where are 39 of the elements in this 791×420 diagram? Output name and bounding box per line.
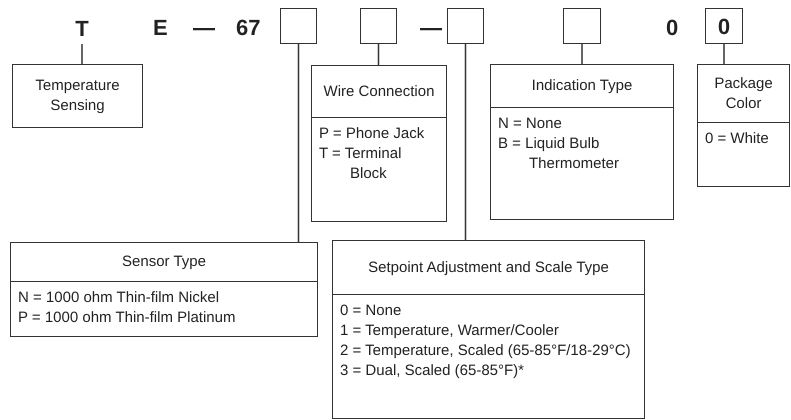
code-table — [332, 240, 645, 419]
code-box — [280, 8, 317, 44]
connector-line — [581, 44, 583, 64]
table-heading: Wire Connection — [324, 82, 434, 102]
code-table — [697, 64, 790, 187]
code-table — [10, 242, 318, 337]
table-heading: Package Color — [713, 74, 774, 114]
code-character: 0 — [666, 14, 678, 42]
code-option: 0 = None — [340, 301, 637, 321]
code-character: 67 — [236, 14, 260, 42]
code-table — [311, 65, 447, 222]
table-heading: Sensor Type — [122, 252, 206, 272]
table-heading: Indication Type — [532, 76, 632, 96]
code-option: N = None — [498, 114, 666, 134]
code-option: B = Liquid Bulb Thermometer — [498, 134, 666, 174]
code-box — [360, 8, 397, 44]
code-option: 3 = Dual, Scaled (65-85°F)* — [340, 361, 637, 381]
code-box: 0 — [705, 8, 743, 44]
code-option: T = Terminal Block — [319, 144, 439, 184]
code-option: P = Phone Jack — [319, 124, 439, 144]
info-box: Temperature Sensing — [12, 64, 143, 128]
code-character: — — [193, 14, 215, 42]
code-letter: T — [70, 12, 94, 44]
code-option: 1 = Temperature, Warmer/Cooler — [340, 321, 637, 341]
connector-line — [81, 44, 83, 64]
code-option: P = 1000 ohm Thin-film Platinum — [18, 308, 310, 328]
code-option: N = 1000 ohm Thin-film Nickel — [18, 288, 310, 308]
connector-line — [464, 44, 466, 240]
code-option: 2 = Temperature, Scaled (65-85°F/18-29°C) — [340, 341, 637, 361]
connector-line — [378, 44, 380, 65]
code-character: — — [420, 14, 442, 42]
code-box — [563, 8, 601, 44]
code-box — [447, 8, 484, 44]
connector-line — [298, 44, 300, 242]
code-character: E — [153, 14, 168, 42]
code-option: 0 = White — [705, 129, 782, 149]
table-heading: Setpoint Adjustment and Scale Type — [368, 258, 609, 278]
connector-line — [723, 44, 725, 64]
code-table — [490, 64, 674, 220]
